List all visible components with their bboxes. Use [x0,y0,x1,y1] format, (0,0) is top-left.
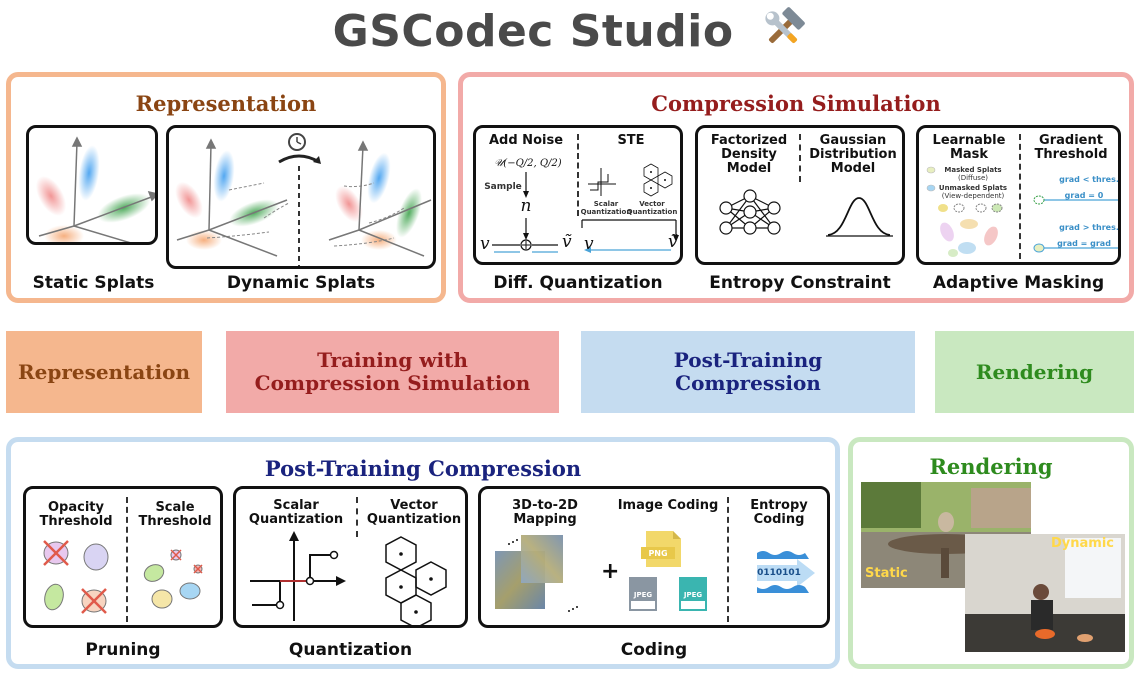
quantization-card: Scalar Quantization Vector Quantization [233,486,468,628]
card-divider [799,134,801,182]
card-divider [1019,134,1021,259]
rendering-section: Rendering Static Dynamic [848,437,1134,669]
stage-rendering: Rendering [935,331,1134,413]
representation-section: Representation [6,72,446,303]
masking-caption: Adaptive Masking [932,273,1105,293]
masked-splats-label: Masked Splats(Diffuse) [944,166,1002,182]
noise-variable: n [520,196,532,216]
v-symbol: v [480,234,490,254]
static-splats-plot [35,136,155,242]
v-tilde-symbol: ṽ [562,232,572,252]
dynamic-splats-plot [175,133,432,266]
pruning-caption: Pruning [85,640,161,660]
neural-network-icon [719,189,781,235]
card-divider [356,497,358,537]
static-label: Static [865,566,908,581]
pruning-card: Opacity Threshold Scale Threshold [23,486,223,628]
diff-quantization-card: Add Noise STE 𝒰(−Q/2, Q/2) Sample n Scal… [473,125,683,265]
posttraining-title: Post-Training Compression [264,456,582,481]
dynamic-render-image: Dynamic [965,534,1125,652]
dynamic-splats-card [166,125,436,269]
vector-q-label: Vector Quantization [626,200,678,216]
entropy-caption: Entropy Constraint [709,273,891,293]
grad-keep-label: grad = grad [1057,239,1111,248]
png-file-icon [641,531,681,567]
v-symbol-2: v [584,234,594,254]
dynamic-label: Dynamic [1051,536,1115,551]
bitstream-icon [757,551,815,593]
title-text: GSCodec Studio [332,6,734,57]
entropy-coding-label: Entropy Coding [750,498,808,527]
stage-representation: Representation [6,331,202,413]
masking-diagram [926,166,1118,257]
jpeg-file-icon [629,577,657,611]
mapping-label: 3D-to-2D Mapping [512,498,578,527]
entropy-card: Factorized Density Model Gaussian Distri… [695,125,905,265]
grad-zero-label: grad = 0 [1064,191,1104,200]
compression-title: Compression Simulation [651,91,941,116]
quantization-caption: Quantization [288,640,413,660]
gaussian-label: Gaussian Distribution Model [809,133,897,176]
diff-quant-diagram [492,163,679,253]
page-title: GSCodec Studio [0,6,1140,62]
masking-card: Learnable Mask Gradient Threshold Masked… [916,125,1121,265]
rendering-title: Rendering [929,454,1053,479]
card-divider [577,134,579,216]
jpeg-xl-label: JPEG [683,591,703,599]
posttraining-section: Post-Training Compression Opacity Thresh… [6,437,840,669]
v-tilde-symbol-2: ṽ [668,232,678,252]
scalar-quant-label: Scalar Quantization [248,498,344,527]
factorized-label: Factorized Density Model [710,133,788,176]
representation-title: Representation [135,91,317,116]
quantization-diagram [250,531,447,625]
grad-lt-label: grad < thres. [1059,175,1119,184]
stage-training: Training with Compression Simulation [226,331,559,413]
noise-formula: 𝒰(−Q/2, Q/2) [494,158,562,169]
jpeg-label: JPEG [633,591,653,599]
vector-quant-label: Vector Quantization [366,498,462,527]
coding-card: 3D-to-2D Mapping Image Coding Entropy Co… [478,486,830,628]
pruning-diagram [43,540,203,614]
bitstream-label: 0110101 [757,568,801,578]
sample-label: Sample [484,182,522,192]
scalar-q-label: Scalar Quantization [580,200,632,216]
scale-threshold-label: Scale Threshold [138,500,212,529]
coding-diagram [495,531,815,612]
opacity-threshold-label: Opacity Threshold [39,500,113,529]
add-noise-label: Add Noise [488,133,564,148]
image-coding-label: Image Coding [617,498,719,513]
learnable-mask-label: Learnable Mask [932,133,1006,162]
plus-sign: + [601,559,620,584]
diff-quant-caption: Diff. Quantization [493,273,663,293]
card-divider [126,497,128,622]
card-divider [727,497,729,622]
jpeg-xl-file-icon [679,577,707,611]
entropy-diagram [719,189,893,237]
dynamic-splats-caption: Dynamic Splats [226,273,376,293]
static-splats-caption: Static Splats [32,273,155,293]
clock-icon [288,133,306,151]
gaussian-curve [826,197,893,237]
stage-posttraining: Post-Training Compression [581,331,915,413]
grad-gt-label: grad > thres. [1059,223,1119,232]
static-splats-card [26,125,158,245]
compression-section: Compression Simulation Add Noise STE 𝒰(−… [458,72,1134,303]
coding-caption: Coding [620,640,688,660]
png-label: PNG [648,549,668,558]
gradient-threshold-label: Gradient Threshold [1034,133,1108,162]
hammer-wrench-icon [759,6,807,62]
ste-label: STE [617,133,645,148]
unmasked-splats-label: Unmasked Splats(View-dependent) [938,184,1008,200]
